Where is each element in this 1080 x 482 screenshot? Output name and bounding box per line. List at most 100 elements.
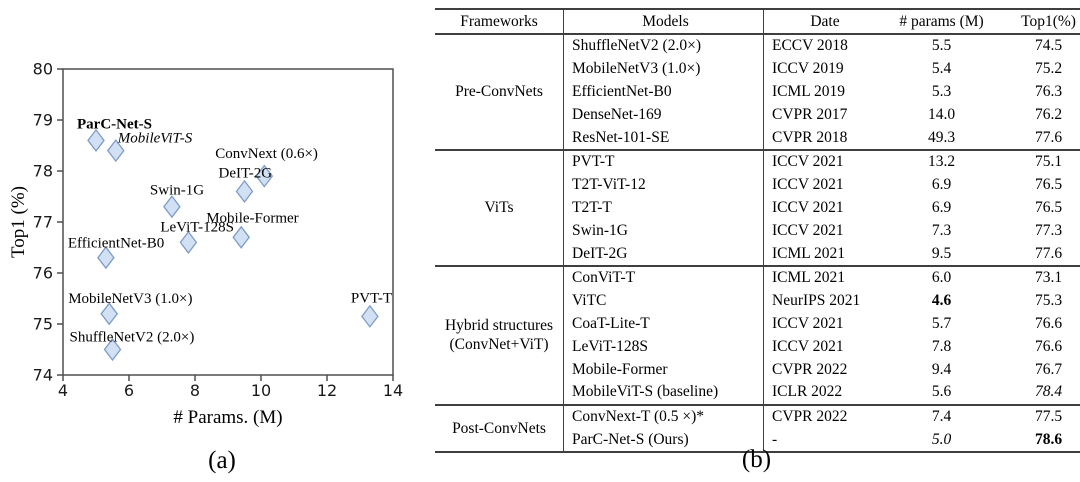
model-cell: CoaT-Lite-T — [563, 312, 764, 336]
table-row: T2T-ViT-12 ICCV 2021 6.9 76.5 — [435, 173, 1080, 197]
x-tick-label: 12 — [317, 381, 337, 400]
top1-cell: 74.5 — [1001, 33, 1080, 58]
top1-cell: 76.7 — [1034, 360, 1063, 378]
model-cell: ShuffleNetV2 (2.0×) — [563, 33, 764, 58]
x-tick-label: 10 — [251, 381, 271, 400]
data-point-diamond — [87, 128, 105, 152]
top1-cell: 76.5 — [1034, 176, 1063, 194]
top1-cell: 77.5 — [1001, 403, 1080, 429]
params-cell: 5.5 — [882, 33, 1001, 58]
model-cell: MobileNetV3 (1.0×) — [563, 57, 764, 81]
model-cell: T2T-ViT-12 — [563, 173, 764, 197]
model-cell: MobileViT-S (baseline) — [563, 380, 764, 405]
table-row: Hybrid structures (ConvNet+ViT)ConViT-T I… — [435, 264, 1080, 405]
params-cell: 7.8 — [931, 337, 952, 355]
top1-cell: 76.6 — [1034, 337, 1063, 355]
data-point-diamond — [97, 246, 115, 270]
framework-cell: Hybrid structures (ConvNet+ViT) — [435, 264, 564, 405]
y-tick-label: 79 — [33, 111, 53, 130]
model-cell: ResNet-101-SE — [563, 126, 764, 150]
table-row: Mobile-Former CVPR 2022 9.4 76.7 — [435, 358, 1080, 381]
data-point-diamond — [361, 304, 379, 328]
model-cell: ConvNext-T (0.5 ×)* — [563, 403, 764, 429]
date-cell: ICML 2021 — [772, 244, 846, 262]
data-point-diamond — [106, 139, 125, 163]
top1-cell: 75.1 — [1001, 148, 1080, 174]
params-cell: 9.4 — [931, 360, 952, 378]
params-cell: 6.9 — [931, 176, 952, 194]
data-point-diamond — [163, 195, 181, 219]
header-models: Models — [563, 9, 764, 35]
x-tick-label: 8 — [190, 381, 200, 400]
y-tick-label: 78 — [33, 162, 53, 181]
point-label: LeViT-128S — [160, 219, 234, 235]
point-label: ShuffleNetV2 (2.0×) — [70, 330, 195, 346]
point-label: ParC-Net-S — [77, 116, 152, 132]
date-cell: ECCV 2018 — [763, 33, 882, 58]
date-cell: ICCV 2021 — [772, 337, 844, 355]
top1-cell: 76.2 — [1034, 105, 1063, 123]
framework-cell: Pre-ConvNets — [435, 33, 564, 150]
table-row: LeViT-128S ICCV 2021 7.8 76.6 — [435, 335, 1080, 359]
model-cell: PVT-T — [563, 148, 764, 174]
model-cell: ViTC — [563, 289, 764, 313]
params-cell: 4.6 — [931, 292, 952, 310]
framework-cell: ViTs — [435, 148, 564, 266]
header-top1: Top1(%) — [1001, 9, 1080, 35]
date-cell: ICCV 2021 — [772, 314, 844, 332]
model-cell: DenseNet-169 — [563, 103, 764, 127]
params-cell: 5.3 — [931, 82, 952, 100]
date-cell: CVPR 2022 — [772, 360, 848, 378]
header-params: # params (M) — [882, 9, 1001, 35]
params-cell: 6.0 — [882, 264, 1001, 290]
model-cell: ConViT-T — [563, 264, 764, 290]
y-tick-label: 80 — [33, 60, 53, 79]
model-cell: LeViT-128S — [563, 335, 764, 359]
params-cell: 5.0 — [931, 430, 952, 448]
params-cell: 9.5 — [931, 244, 952, 262]
model-cell: EfficientNet-B0 — [563, 80, 764, 104]
date-cell: ICCV 2021 — [772, 198, 844, 216]
model-cell: Swin-1G — [563, 219, 764, 243]
date-cell: ICCV 2019 — [772, 60, 844, 78]
point-label: DeIT-2G — [219, 165, 273, 181]
point-label: MobileNetV3 (1.0×) — [68, 291, 192, 307]
header-date: Date — [763, 9, 882, 35]
y-tick-label: 74 — [33, 366, 53, 385]
date-cell: CVPR 2018 — [772, 128, 848, 146]
date-cell: ICCV 2021 — [763, 148, 882, 174]
date-cell: - — [772, 430, 778, 448]
top1-cell: 73.1 — [1001, 264, 1080, 290]
date-cell: ICCV 2021 — [772, 176, 844, 194]
table-panel: Frameworks Models Date # params (M) Top1… — [435, 8, 1080, 454]
y-axis-title: Top1 (%) — [8, 186, 29, 258]
params-cell: 14.0 — [927, 105, 956, 123]
x-tick-label: 14 — [383, 381, 403, 400]
table-header-row: Frameworks Models Date # params (M) Top1… — [435, 9, 1080, 35]
top1-cell: 76.5 — [1034, 198, 1063, 216]
date-cell: CVPR 2022 — [763, 403, 882, 429]
model-cell: Mobile-Former — [563, 358, 764, 381]
params-cell: 5.7 — [931, 314, 952, 332]
params-cell: 49.3 — [927, 128, 956, 146]
point-label: MobileViT-S — [117, 131, 193, 147]
x-tick-label: 4 — [58, 381, 68, 400]
caption-b: (b) — [741, 446, 772, 473]
top1-cell: 77.6 — [1034, 244, 1063, 262]
data-point-diamond — [103, 337, 122, 362]
top1-cell: 75.2 — [1034, 60, 1063, 78]
point-label: Swin-1G — [150, 183, 204, 199]
